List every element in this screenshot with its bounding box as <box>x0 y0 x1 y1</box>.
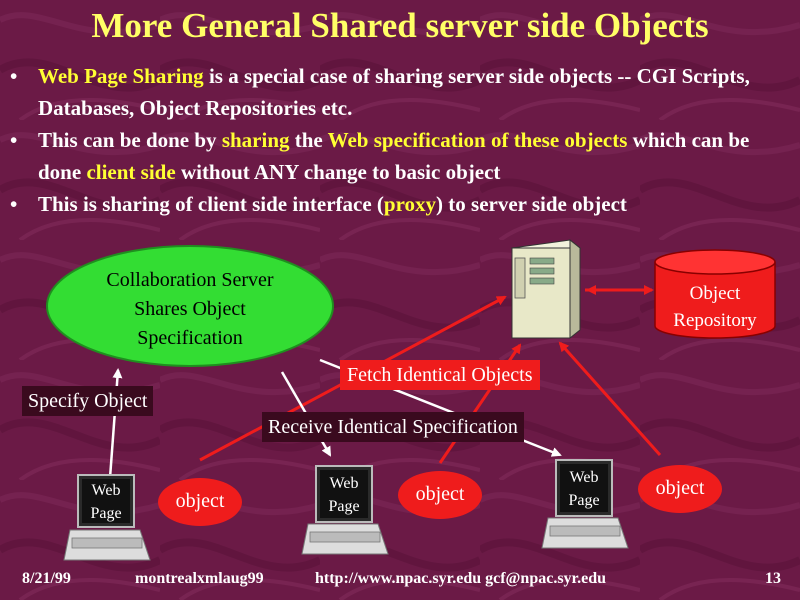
web-page-label: Web Page <box>560 466 608 512</box>
web-page-label: Web Page <box>320 472 368 518</box>
object-oval <box>158 478 242 526</box>
bullet-item: Web Page Sharing is a special case of sh… <box>10 60 795 124</box>
server-icon <box>510 238 582 340</box>
label-line: Web <box>91 482 121 499</box>
object-label: object <box>175 490 225 512</box>
label-line: Web <box>329 475 359 492</box>
label-line: Shares Object <box>134 298 246 320</box>
bullet-text: without ANY change to basic object <box>175 160 501 184</box>
label-line: Page <box>568 492 600 509</box>
object-oval <box>398 471 482 519</box>
footer-url: http://www.npac.syr.edu gcf@npac.syr.edu <box>315 570 607 587</box>
label-line: Page <box>90 505 122 522</box>
collaboration-server-label: Collaboration Server Shares Object Speci… <box>60 266 320 353</box>
bullet-item: This can be done by sharing the Web spec… <box>10 124 795 188</box>
label-line: Object <box>689 283 741 304</box>
specify-object-label: Specify Object <box>22 386 154 416</box>
label-line: Specification <box>137 327 243 349</box>
database-icon <box>654 249 776 339</box>
bullet-text-highlight: client side <box>86 160 176 184</box>
label-line: Collaboration Server <box>106 269 274 291</box>
object-repository-label: Object Repository <box>655 280 775 334</box>
bullet-text: ) to server side object <box>436 192 627 216</box>
label-line: Page <box>328 498 360 515</box>
footer-filename: montrealxmlaug99 <box>135 570 264 587</box>
arrow <box>558 341 662 456</box>
label-line: Web <box>569 469 599 486</box>
bullet-text: This is sharing of client side interface… <box>38 192 384 216</box>
collaboration-server-oval <box>46 245 334 367</box>
bullet-text-highlight: sharing <box>221 128 290 152</box>
object-label: object <box>655 477 705 499</box>
slide-title: More General Shared server side Objects <box>91 6 709 45</box>
footer-date: 8/21/99 <box>22 570 71 587</box>
computer-icon <box>301 465 389 555</box>
receive-specification-label: Receive Identical Specification <box>262 412 524 442</box>
bullet-list: Web Page Sharing is a special case of sh… <box>10 60 795 220</box>
computer-icon <box>63 474 151 561</box>
bullet-text: This can be done by <box>38 128 222 152</box>
web-page-label: Web Page <box>82 479 130 525</box>
computer-icon <box>541 459 629 549</box>
bullet-text: the <box>289 128 328 152</box>
bullet-item: This is sharing of client side interface… <box>10 188 795 220</box>
bullet-text-highlight: Web Page Sharing <box>38 64 204 88</box>
page-number: 13 <box>765 570 781 587</box>
bullet-text: which can be done <box>38 128 750 184</box>
bullet-text-highlight: proxy <box>383 192 437 216</box>
fetch-objects-label: Fetch Identical Objects <box>340 360 540 390</box>
bullet-text-highlight: Web specification of these objects <box>327 128 628 152</box>
bullet-text: is a special case of sharing server side… <box>38 64 750 120</box>
label-line: Repository <box>673 310 757 331</box>
object-oval <box>638 465 722 513</box>
object-label: object <box>415 483 465 505</box>
